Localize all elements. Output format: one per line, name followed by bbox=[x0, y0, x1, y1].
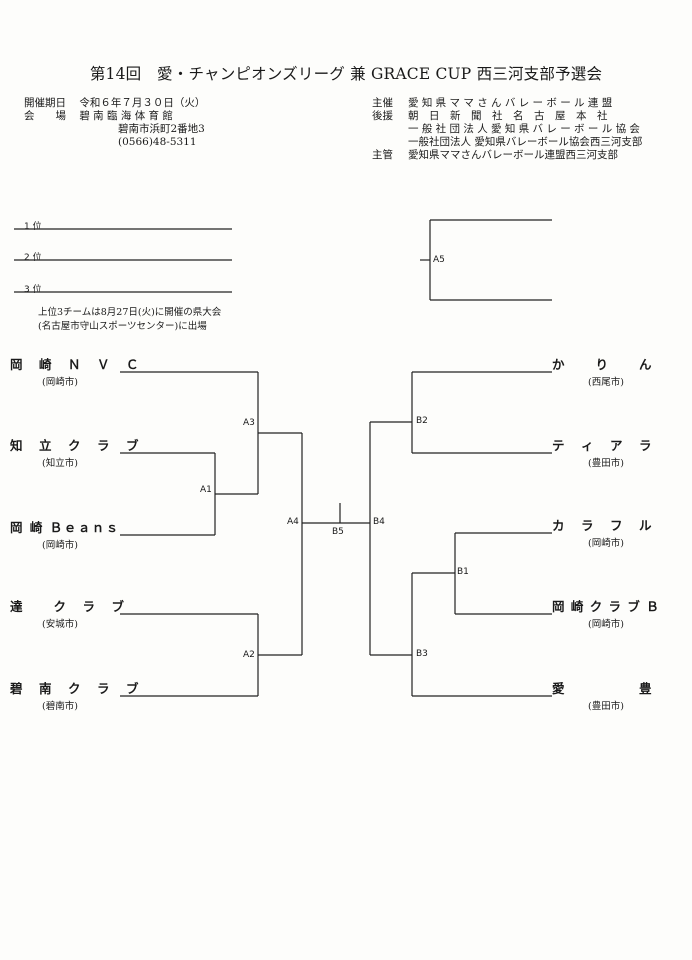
organizer-row: 一 般 社 団 法 人 愛 知 県 バ レ ー ボ ー ル 協 会 bbox=[372, 123, 642, 136]
node-b5: B5 bbox=[332, 527, 344, 537]
team-right-4-city: (岡崎市) bbox=[588, 619, 624, 630]
organizer-text: 愛 知 県 マ マ さ ん バ レ ー ボ ー ル 連 盟 bbox=[408, 97, 613, 109]
page-title: 第14回 愛・チャンピオンズリーグ 兼 GRACE CUP 西三河支部予選会 bbox=[89, 65, 603, 83]
organizer-row: 後援 朝 日 新 聞 社 名 古 屋 本 社 bbox=[372, 110, 642, 123]
note-line: (名古屋市守山スポーツセンター)に出場 bbox=[38, 321, 207, 332]
team-right-2-name: テ ィ ア ラ bbox=[552, 438, 654, 453]
organizer-label: 主管 bbox=[372, 149, 393, 161]
node-a2: A2 bbox=[243, 650, 255, 660]
team-left-3-name: 岡 崎 Ｂｅａｎｓ bbox=[10, 520, 120, 535]
team-left-2-name: 知 立 ク ラ ブ bbox=[10, 438, 141, 453]
team-right-5-city: (豊田市) bbox=[588, 701, 624, 712]
organizer-text: 愛知県ママさんバレーボール連盟西三河支部 bbox=[408, 149, 618, 161]
team-left-3-city: (岡崎市) bbox=[42, 540, 78, 551]
team-left-5-name: 碧 南 ク ラ ブ bbox=[10, 681, 141, 696]
event-venue: 碧 南 臨 海 体 育 館 bbox=[79, 110, 173, 122]
team-right-1-city: (西尾市) bbox=[588, 377, 624, 388]
team-left-4-city: (安城市) bbox=[42, 619, 78, 630]
event-date-label: 開催期日 bbox=[24, 97, 66, 109]
event-date-row: 開催期日 令和６年７月３０日（火） bbox=[24, 97, 205, 110]
node-b2: B2 bbox=[416, 416, 428, 426]
team-left-4-name: 達 ク ラ ブ bbox=[10, 599, 127, 614]
node-a5: A5 bbox=[433, 255, 445, 265]
team-left-5-city: (碧南市) bbox=[42, 701, 78, 712]
rank-1-label: 1 位 bbox=[24, 222, 42, 232]
node-a1: A1 bbox=[200, 485, 212, 495]
organizer-label: 後援 bbox=[372, 110, 393, 122]
node-a4: A4 bbox=[287, 517, 299, 527]
node-b3: B3 bbox=[416, 649, 428, 659]
rank-2-label: 2 位 bbox=[24, 253, 42, 263]
team-right-4-name: 岡 崎 ク ラ ブ Ｂ bbox=[552, 599, 660, 614]
node-a3: A3 bbox=[243, 418, 255, 428]
organizers: 主催 愛 知 県 マ マ さ ん バ レ ー ボ ー ル 連 盟 後援 朝 日 新 … bbox=[372, 97, 642, 162]
organizer-text: 一般社団法人 愛知県バレーボール協会西三河支部 bbox=[408, 136, 643, 148]
organizer-label: 主催 bbox=[372, 97, 393, 109]
event-date: 令和６年７月３０日（火） bbox=[79, 97, 206, 109]
node-b1: B1 bbox=[457, 567, 469, 577]
event-venue-label: 会 場 bbox=[24, 110, 66, 122]
organizer-text: 一 般 社 団 法 人 愛 知 県 バ レ ー ボ ー ル 協 会 bbox=[408, 123, 640, 135]
team-left-1-city: (岡崎市) bbox=[42, 377, 78, 388]
organizer-row: 主催 愛 知 県 マ マ さ ん バ レ ー ボ ー ル 連 盟 bbox=[372, 97, 642, 110]
team-left-1-name: 岡 崎 Ｎ Ｖ Ｃ bbox=[10, 357, 141, 372]
team-right-3-city: (岡崎市) bbox=[588, 538, 624, 549]
event-info: 開催期日 令和６年７月３０日（火） 会 場 碧 南 臨 海 体 育 館 碧南市浜… bbox=[24, 97, 205, 149]
organizer-row: 主管 愛知県ママさんバレーボール連盟西三河支部 bbox=[372, 149, 642, 162]
organizer-text: 朝 日 新 聞 社 名 古 屋 本 社 bbox=[408, 110, 608, 122]
note-line: 上位3チームは8月27日(火)に開催の県大会 bbox=[38, 307, 222, 318]
rank-3-label: 3 位 bbox=[24, 285, 42, 295]
event-venue-row: 会 場 碧 南 臨 海 体 育 館 bbox=[24, 110, 205, 123]
team-right-5-name: 愛 豊 bbox=[552, 681, 654, 696]
organizer-row: 一般社団法人 愛知県バレーボール協会西三河支部 bbox=[372, 136, 642, 149]
event-address: 碧南市浜町2番地3 bbox=[118, 123, 205, 135]
qualification-note: 上位3チームは8月27日(火)に開催の県大会 (名古屋市守山スポーツセンター)に… bbox=[38, 306, 221, 334]
team-left-2-city: (知立市) bbox=[42, 458, 78, 469]
team-right-2-city: (豊田市) bbox=[588, 458, 624, 469]
event-phone: (0566)48-5311 bbox=[118, 136, 197, 148]
team-right-3-name: カ ラ フ ル bbox=[552, 518, 654, 533]
node-b4: B4 bbox=[373, 517, 385, 527]
team-right-1-name: か り ん bbox=[552, 357, 654, 372]
